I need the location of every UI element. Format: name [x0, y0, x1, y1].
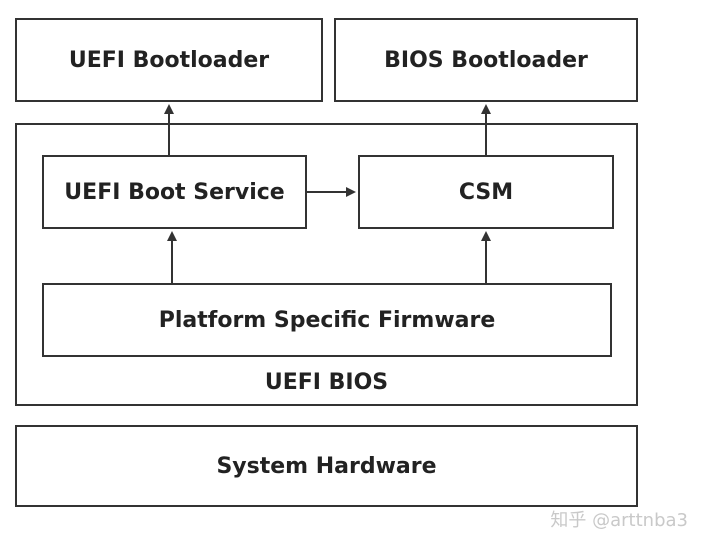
uefi-bios-container: [15, 123, 638, 406]
uefi-bootloader-node: UEFI Bootloader: [15, 18, 323, 102]
watermark: 知乎 @arttnba3: [550, 510, 688, 531]
bios-bootloader-node: BIOS Bootloader: [334, 18, 638, 102]
platform-firmware-node: Platform Specific Firmware: [42, 283, 612, 357]
uefi-bios-label: UEFI BIOS: [264, 370, 389, 395]
system-hardware-node: System Hardware: [15, 425, 638, 507]
csm-node: CSM: [358, 155, 614, 229]
uefi-boot-service-node: UEFI Boot Service: [42, 155, 307, 229]
